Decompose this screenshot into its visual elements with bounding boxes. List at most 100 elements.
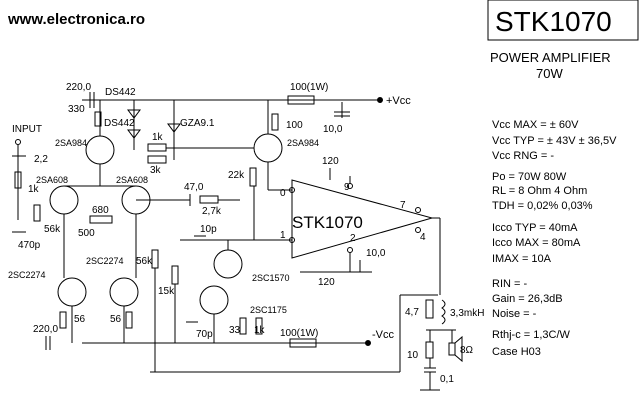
resistor-680: [89, 215, 113, 224]
spec-line: Rthj-c = 1,3C/W: [492, 329, 571, 341]
r-1k-in-label: 1k: [28, 184, 40, 195]
q-2sc2274-left-label: 2SC2274: [8, 270, 46, 280]
q-2sc1175-label: 2SC1175: [250, 305, 287, 315]
spec-line: Icco MAX = 80mA: [492, 237, 581, 249]
resistor-100-1w-top: [287, 95, 315, 105]
wiring: [63, 100, 441, 372]
spec-line: Icco TYP = 40mA: [492, 222, 578, 234]
q-2sa984-left-label: 2SA984: [55, 138, 87, 148]
resistor-330: [94, 111, 102, 127]
ic-pin-2-label: 2: [350, 233, 356, 244]
resistor-56-left: [59, 311, 67, 329]
spec-line: RL = 8 Ohm 4 Ohm: [492, 185, 587, 197]
r-22k-label: 22k: [228, 170, 245, 181]
power-rating: 70W: [536, 66, 563, 81]
r-56k-b-label: 56k: [136, 256, 153, 267]
r-1k-mid-label: 1k: [152, 132, 164, 143]
vcc-neg-terminal: [365, 340, 371, 346]
ic-pin-0: [289, 187, 295, 193]
r-56-left-label: 56: [74, 314, 86, 325]
resistor-100: [271, 113, 279, 131]
r-33-label: 33: [229, 325, 241, 336]
resistor-1k-low: [255, 317, 263, 335]
resistor-3k: [147, 155, 167, 164]
c-220-bot-label: 220,0: [33, 324, 58, 335]
r-3k-label: 3k: [150, 165, 162, 176]
spec-line: Gain = 26,3dB: [492, 293, 563, 305]
resistor-33: [239, 317, 247, 335]
c-10-mid-label: 10,0: [366, 248, 386, 259]
resistor-1k-mid: [147, 143, 167, 152]
r-2-7k-label: 2,7k: [202, 206, 222, 217]
c-10p-label: 10p: [200, 224, 217, 235]
input-stage: INPUT 2,2 1k 56k 470p: [12, 124, 61, 251]
ic-pin-7: [415, 207, 421, 213]
speaker-cone: [454, 335, 463, 363]
ic-label: STK1070: [292, 213, 363, 232]
rails: +Vcc -Vcc: [82, 95, 411, 373]
spec-line: Noise = -: [492, 308, 537, 320]
middle-components: 1k 3k 22k 120 47,0 2,7k 680 500 10p 56k …: [33, 132, 386, 350]
transistor-2sa608-left: [49, 185, 79, 215]
spec-line: Vcc RNG = -: [492, 150, 554, 162]
spec-line: Vcc MAX = ± 60V: [492, 119, 579, 131]
input-terminal: [15, 139, 21, 145]
c-120-top-label: 120: [322, 156, 339, 167]
c-220-top-label: 220,0: [66, 82, 91, 93]
r-10-label: 10: [407, 350, 419, 361]
spec-line: Vcc TYP = ± 43V ± 36,5V: [492, 135, 617, 147]
q-2sa984-right-label: 2SA984: [287, 138, 319, 148]
resistor-10: [425, 341, 434, 359]
transistor-2sc2274-left: [57, 277, 87, 307]
q-2sa608-left-label: 2SA608: [36, 175, 68, 185]
r-4-7-label: 4,7: [405, 307, 419, 318]
spec-line: IMAX = 10A: [492, 253, 552, 265]
c-10-top-label: 10,0: [323, 124, 343, 135]
ds442-a-label: DS442: [105, 87, 136, 98]
r-330-label: 330: [68, 104, 85, 115]
transistor-2sc2274-right: [109, 277, 139, 307]
output-network: 4,7 3,3mkH 10 8Ω 0,1: [405, 299, 484, 391]
resistor-56k-b: [151, 249, 159, 269]
c-70p-label: 70p: [196, 329, 213, 340]
ic-pin-1: [289, 237, 295, 243]
r-680-label: 680: [92, 205, 109, 216]
resistor-1k-in: [14, 171, 22, 189]
speaker-8ohm: [448, 342, 456, 356]
c-120-mid-label: 120: [318, 277, 335, 288]
r-15k-label: 15k: [158, 286, 175, 297]
c-0-1-label: 0,1: [440, 374, 454, 385]
resistor-2-7k: [199, 195, 219, 204]
c-470p-label: 470p: [18, 240, 41, 251]
site-url: www.electronica.ro: [7, 11, 145, 28]
resistor-56k: [33, 204, 41, 222]
resistor-4-7: [425, 299, 434, 319]
ic-pin-0-label: 0: [280, 188, 286, 199]
transistor-2sc1175: [199, 285, 229, 315]
spec-line: RIN = -: [492, 278, 527, 290]
resistor-15k: [171, 265, 179, 285]
q-2sc2274-right-label: 2SC2274: [86, 256, 124, 266]
ic-pin-9: [347, 183, 353, 189]
spec-line: Case H03: [492, 346, 541, 358]
transistor-2sa984-right: [253, 133, 283, 163]
ds442-b-label: DS442: [104, 118, 135, 129]
spk-8-label: 8Ω: [460, 345, 474, 356]
r-100-1w-bot-label: 100(1W): [280, 328, 318, 339]
spec-line: TDH = 0,02% 0,03%: [492, 200, 593, 212]
resistor-100-1w-bot: [289, 338, 317, 348]
ic-triangle: [291, 179, 434, 259]
transistor-2sc1570: [213, 249, 243, 279]
input-label: INPUT: [12, 124, 42, 135]
q-2sc1570-label: 2SC1570: [252, 273, 290, 283]
resistor-56-right: [125, 311, 133, 329]
vcc-pos-terminal: [377, 97, 383, 103]
zener-label: GZA9.1: [180, 118, 215, 129]
ic-pin-4-label: 4: [420, 232, 426, 243]
amplifier-ic: STK1070 0 1 9 2 7 4: [280, 179, 434, 259]
ic-pin-7-label: 7: [400, 200, 406, 211]
title-box: [487, 0, 639, 41]
r-500-label: 500: [78, 228, 95, 239]
